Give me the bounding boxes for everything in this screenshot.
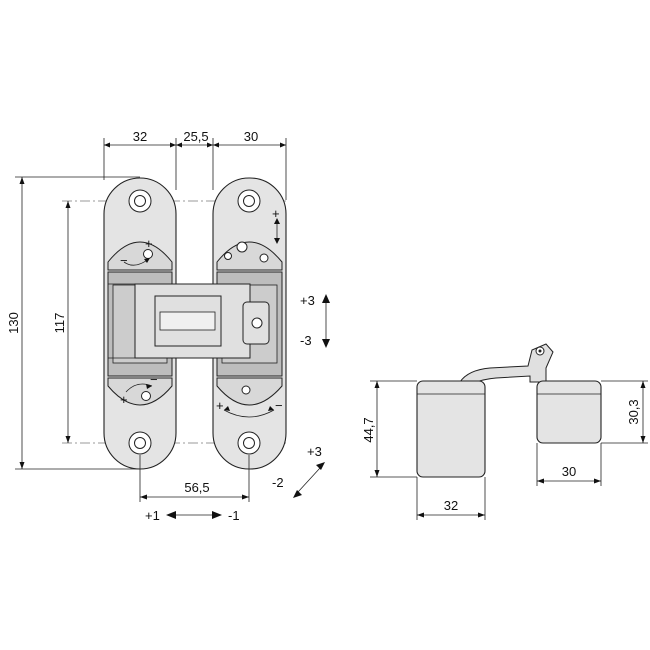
front-view: 32 25,5 30 130 117 [6,129,330,523]
side-width-right-dimension: 30 [536,443,602,486]
hinge-arm [108,283,270,359]
svg-text:+: + [272,206,280,221]
dim-width-middle: 25,5 [183,129,208,144]
dim-width-right: 30 [244,129,258,144]
adjust-vertical-minus: -3 [300,333,312,348]
dim-side-height-left: 44,7 [361,417,376,442]
side-height-right-dimension: 30,3 [601,380,648,444]
total-height-dimension: 130 [6,176,140,470]
side-link-arm [459,343,554,387]
dim-hole-offset: 56,5 [184,480,209,495]
horizontal-adjustment: +1 -1 [145,508,240,523]
cam-adjust-arrows: + − + − + − + [120,206,283,418]
adjust-depth-minus: -2 [272,475,284,490]
hole-offset-dimension: 56,5 [139,455,250,502]
svg-text:+: + [216,398,224,413]
side-block-right [536,380,602,444]
dim-side-height-right: 30,3 [626,399,641,424]
svg-text:−: − [150,372,158,387]
side-width-left-dimension: 32 [416,477,486,520]
side-height-left-dimension: 44,7 [361,380,417,478]
dim-side-width-right: 30 [562,464,576,479]
svg-text:+: + [120,392,128,407]
svg-text:−: − [275,398,283,413]
svg-text:+: + [145,236,153,251]
dim-hole-spacing: 117 [52,313,67,334]
dim-side-width-left: 32 [444,498,458,513]
adjust-horizontal-minus: -1 [228,508,240,523]
adjust-vertical-plus: +3 [300,293,315,308]
top-width-dimensions: 32 25,5 30 [103,129,287,200]
side-block-left [416,380,486,478]
adjust-horizontal-plus: +1 [145,508,160,523]
vertical-adjustment: +3 -3 [300,293,330,348]
dim-width-left: 32 [133,129,147,144]
svg-text:−: − [120,253,128,268]
side-view: 44,7 30,3 30 32 [361,343,648,520]
dim-total-height: 130 [6,312,21,334]
depth-adjustment: +3 -2 [272,444,325,498]
adjust-depth-plus: +3 [307,444,322,459]
